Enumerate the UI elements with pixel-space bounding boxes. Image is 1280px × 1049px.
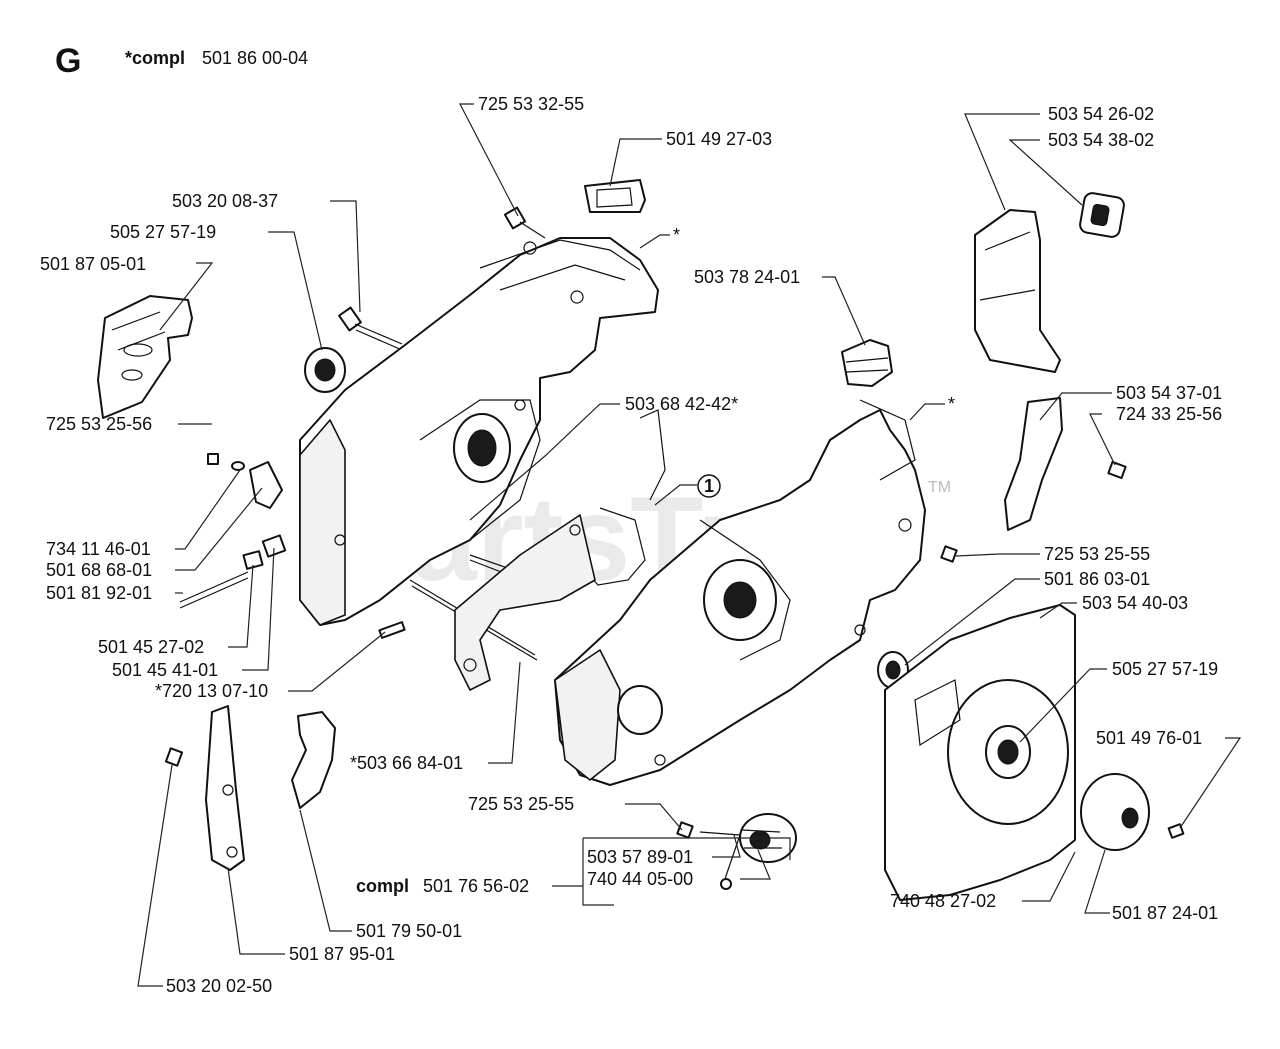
callout-number: 1 (704, 476, 714, 496)
part-label: * (948, 394, 955, 414)
part-label: 501 87 95-01 (289, 944, 395, 964)
oil-cap (841, 339, 893, 387)
part-label: 501 49 27-03 (666, 129, 772, 149)
part-label: 501 76 56-02 (423, 876, 529, 896)
part-label: 503 78 24-01 (694, 267, 800, 287)
part-label: 501 81 92-01 (46, 583, 152, 603)
part-label: *503 66 84-01 (350, 753, 463, 773)
leader-lines (137, 103, 1242, 987)
screw-top (503, 206, 546, 239)
part-label: 501 45 27-02 (98, 637, 204, 657)
bottom-parts (164, 705, 336, 871)
clip-part (584, 179, 646, 213)
part-label: 503 68 42-42* (625, 394, 738, 414)
part-label: 503 20 08-37 (172, 191, 278, 211)
shield-top-right (974, 192, 1125, 373)
part-label: 503 20 02-50 (166, 976, 272, 996)
part-label: 725 53 25-55 (1044, 544, 1150, 564)
watermark-tm: TM (928, 479, 951, 496)
compl-prefix: *compl (125, 48, 185, 68)
part-label: 503 54 38-02 (1048, 130, 1154, 150)
part-label: *720 13 07-10 (155, 681, 268, 701)
seal-ring-left (304, 347, 346, 393)
small-parts-left (179, 453, 406, 639)
crankcase-left (299, 237, 659, 626)
part-label: 503 54 26-02 (1048, 104, 1154, 124)
part-label: 725 53 25-55 (468, 794, 574, 814)
compl-b-prefix: compl (356, 876, 409, 896)
part-label: 503 54 37-01 (1116, 383, 1222, 403)
part-label: 734 11 46-01 (46, 539, 151, 559)
part-label: 501 79 50-01 (356, 921, 462, 941)
part-label: 725 53 32-55 (478, 94, 584, 114)
deflector-right (1004, 397, 1127, 531)
part-label: * (673, 225, 680, 245)
part-label: 740 44 05-00 (587, 869, 693, 889)
long-bolt (338, 306, 403, 351)
clutch-drum (1080, 773, 1185, 851)
screws-center (676, 545, 958, 839)
clutch-cover (884, 604, 1076, 901)
compl-number: 501 86 00-04 (202, 48, 308, 68)
crankcase-right (554, 399, 926, 786)
part-label: 505 27 57-19 (1112, 659, 1218, 679)
part-label: 501 45 41-01 (112, 660, 218, 680)
part-label: 501 87 05-01 (40, 254, 146, 274)
part-labels: 725 53 32-55 501 49 27-03 503 20 08-37 5… (40, 94, 1222, 996)
part-label: 501 86 03-01 (1044, 569, 1150, 589)
part-label: 501 49 76-01 (1096, 728, 1202, 748)
part-label: 501 87 24-01 (1112, 903, 1218, 923)
part-label: 725 53 25-56 (46, 414, 152, 434)
part-label: 503 54 40-03 (1082, 593, 1188, 613)
intermediate-plate (454, 514, 596, 691)
chain-guide-plate (97, 295, 193, 419)
part-label: 501 68 68-01 (46, 560, 152, 580)
section-letter: G (55, 42, 81, 80)
callout-1: 1 (654, 474, 721, 506)
part-label: 505 27 57-19 (110, 222, 216, 242)
part-label: 724 33 25-56 (1116, 404, 1222, 424)
part-label: 740 48 27-02 (890, 891, 996, 911)
part-label: 503 57 89-01 (587, 847, 693, 867)
